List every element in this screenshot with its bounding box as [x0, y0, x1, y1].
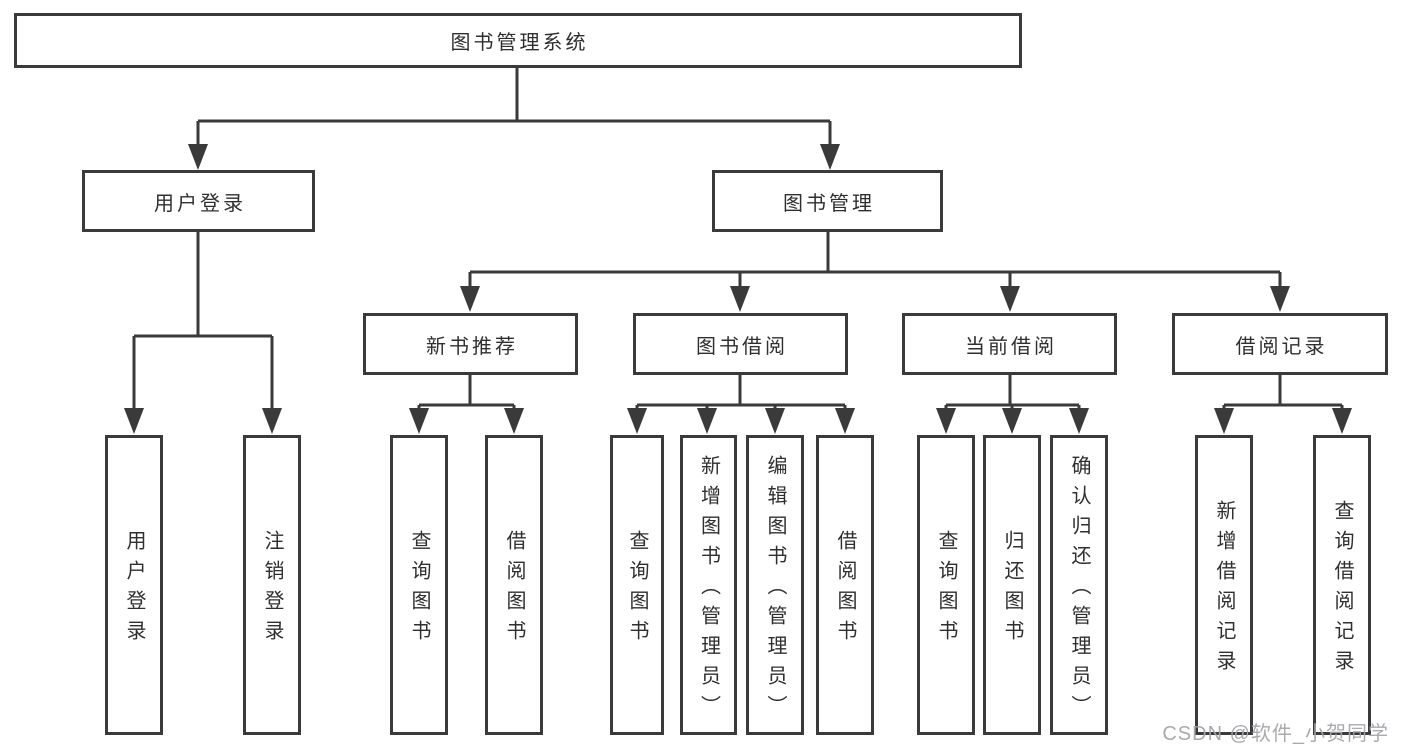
- node-label: 查询图书: [935, 530, 957, 650]
- arrowhead: [1332, 408, 1352, 434]
- arrowhead: [262, 408, 282, 434]
- node-label: 注销登录: [261, 530, 283, 650]
- node-book-borrowing: 图书借阅: [633, 313, 848, 375]
- arrowhead: [1069, 408, 1089, 434]
- node-query-books-under-current: 查询图书: [917, 435, 975, 735]
- arrowhead: [936, 408, 956, 434]
- connector-new-book-rec-to-leaves: [417, 375, 516, 412]
- node-return-books: 归还图书: [983, 435, 1041, 735]
- node-label: 借阅记录: [1235, 335, 1328, 358]
- node-current-borrowing: 当前借阅: [902, 313, 1117, 375]
- arrowhead: [820, 144, 840, 170]
- node-book-management: 图书管理: [712, 170, 943, 232]
- connector-user-login-to-leaves: [132, 232, 274, 410]
- arrowhead: [697, 408, 717, 434]
- node-label: 查询图书: [408, 530, 430, 650]
- arrowhead: [460, 286, 480, 312]
- node-borrow-books-under-borrowing: 借阅图书: [816, 435, 874, 735]
- node-new-book-recommendation: 新书推荐: [363, 313, 578, 375]
- node-label: 新书推荐: [426, 335, 518, 358]
- connector-current-borrowing-to-leaves: [944, 375, 1081, 412]
- arrowhead: [730, 286, 750, 312]
- node-label: 新增借阅记录: [1213, 500, 1235, 680]
- node-label: 图书借阅: [696, 335, 788, 358]
- node-label: 用户登录: [123, 530, 145, 650]
- node-logout-action: 注销登录: [243, 435, 301, 735]
- node-query-books-under-recommend: 查询图书: [390, 435, 448, 735]
- node-confirm-return-admin: 确认归还（管理员）: [1050, 435, 1108, 735]
- node-label: 图书管理: [783, 192, 875, 215]
- node-user-login-action: 用户登录: [105, 435, 163, 735]
- arrowheads: [124, 144, 1352, 434]
- node-user-login: 用户登录: [82, 170, 315, 232]
- node-label: 借阅图书: [503, 530, 525, 650]
- node-query-books-under-borrowing: 查询图书: [610, 435, 664, 735]
- node-label: 查询借阅记录: [1331, 500, 1353, 680]
- arrowhead: [627, 408, 647, 434]
- node-label: 借阅图书: [834, 530, 856, 650]
- node-query-borrow-record: 查询借阅记录: [1313, 435, 1371, 735]
- node-edit-books-admin: 编辑图书（管理员）: [746, 435, 804, 735]
- node-borrow-books-under-recommend: 借阅图书: [485, 435, 543, 735]
- node-label: 用户登录: [154, 192, 246, 215]
- arrowhead: [1000, 286, 1020, 312]
- node-add-books-admin: 新增图书（管理员）: [680, 435, 737, 735]
- node-add-borrow-record: 新增借阅记录: [1195, 435, 1253, 735]
- node-borrowing-records: 借阅记录: [1172, 313, 1388, 375]
- node-label: 当前借阅: [965, 335, 1057, 358]
- node-label: 确认归还（管理员）: [1068, 455, 1090, 725]
- node-label: 新增图书（管理员）: [697, 455, 720, 725]
- arrowhead: [765, 408, 785, 434]
- connector-book-borrowing-to-leaves: [635, 375, 847, 412]
- connector-borrow-records-to-leaves: [1222, 375, 1344, 412]
- arrowhead: [409, 408, 429, 434]
- connector-root-to-level2: [196, 68, 832, 148]
- arrowhead: [1270, 286, 1290, 312]
- node-label: 图书管理系统: [450, 32, 589, 54]
- node-label: 归还图书: [1001, 530, 1023, 650]
- connector-book-management-to-level3: [468, 232, 1282, 290]
- arrowhead: [504, 408, 524, 434]
- arrowhead: [188, 144, 208, 170]
- arrowhead: [1002, 408, 1022, 434]
- arrowhead: [1214, 408, 1234, 434]
- arrowhead: [124, 408, 144, 434]
- node-label: 查询图书: [626, 530, 648, 650]
- node-library-management-system: 图书管理系统: [14, 13, 1022, 68]
- arrowhead: [835, 408, 855, 434]
- node-label: 编辑图书（管理员）: [764, 455, 786, 725]
